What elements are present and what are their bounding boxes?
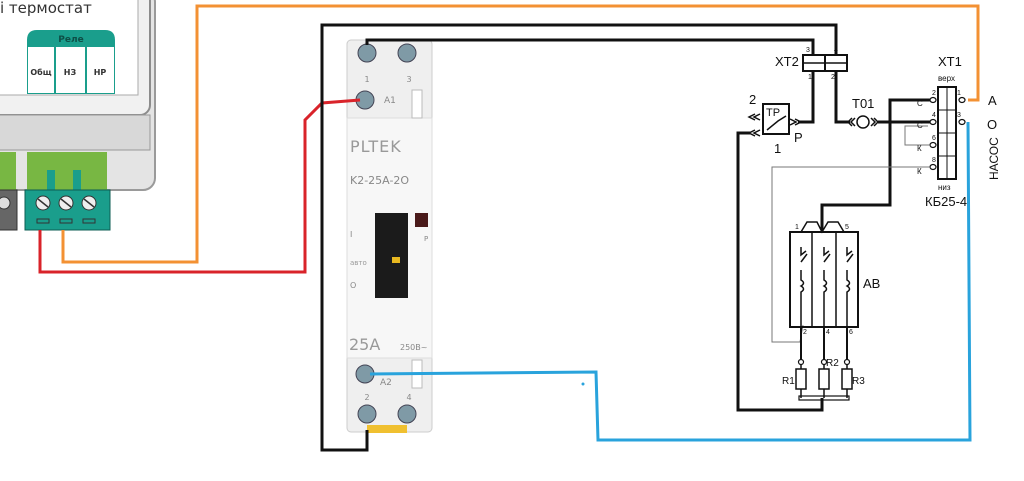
xt1-mark-c1: С: [917, 99, 923, 108]
resistor-r1: [795, 368, 807, 390]
thermostat-title: і термостат: [0, 0, 92, 17]
xt1-bottom-label: низ: [938, 183, 951, 192]
screw-icon: [58, 195, 74, 211]
xt1-pin-2: 2: [932, 90, 936, 97]
terminal-2-label: 2: [364, 393, 369, 402]
xt1-model: КБ25-4: [925, 194, 967, 209]
blue-wire: [369, 121, 972, 442]
terminal-3-label: 3: [406, 75, 411, 84]
pump-label: НАСОС: [987, 137, 1001, 180]
xt1-mark-k1: К: [917, 144, 922, 153]
r1-label: R1: [782, 376, 795, 387]
p-label: P: [424, 235, 428, 243]
terminal-1-label: 1: [364, 75, 369, 84]
terminal-4-label: 4: [406, 393, 411, 402]
xt2-label: XT2: [775, 54, 799, 69]
xt2-pin-1: 1: [808, 74, 812, 81]
mode-auto-label: авто: [350, 259, 367, 267]
screw-icon: [397, 43, 417, 63]
schematic: [736, 54, 966, 412]
mode-on-label: I: [350, 230, 352, 239]
ab-pin-4: 4: [826, 329, 830, 336]
xt1-pin-3: 3: [957, 112, 961, 119]
red-wire: [38, 98, 361, 274]
relay-no-label: НР: [94, 68, 107, 77]
pump-a-label: A: [988, 93, 997, 108]
contactor-current: 25A: [349, 335, 380, 354]
xt1-pin-6: 6: [932, 135, 936, 142]
orange-wire: [61, 4, 980, 264]
xt2-pin-2: 2: [831, 74, 835, 81]
screw-icon: [397, 404, 417, 424]
tp-label: TP: [766, 107, 780, 119]
tp-pin-2: 2: [749, 92, 756, 107]
screw-icon: [81, 195, 97, 211]
screw-icon: [35, 195, 51, 211]
xt2-pin-4: 4: [834, 47, 838, 54]
screw-icon: [357, 404, 377, 424]
r3-label: R3: [852, 376, 865, 387]
ab-label: AB: [863, 276, 880, 291]
xt1-pin-1: 1: [957, 90, 961, 97]
r2-label: R2: [826, 358, 839, 369]
to1-label: T01: [852, 96, 874, 111]
terminal-a2-label: A2: [380, 378, 392, 388]
xt1-label: XT1: [938, 54, 962, 69]
tp-p: P: [794, 130, 803, 145]
xt1-mark-k2: К: [917, 167, 922, 176]
ab-pin-2: 2: [803, 329, 807, 336]
thermostat-terminal-block: [0, 189, 111, 231]
screw-icon: [357, 43, 377, 63]
thermostat-device: і термостат Реле Общ НЗ НР: [0, 0, 156, 192]
ab-pin-1: 1: [795, 224, 799, 231]
tp-pin-1: 1: [774, 141, 781, 156]
contactor-brand: PLTEK: [350, 137, 402, 156]
xt2-pin-3: 3: [806, 47, 810, 54]
resistor-r3: [841, 368, 853, 390]
relay-common-label: Общ: [30, 67, 51, 77]
black-wire-outer: [320, 23, 838, 452]
blue-dot: [581, 382, 585, 386]
relay-header: Реле: [58, 35, 83, 45]
thermal-sensor-icon: [846, 115, 880, 129]
black-wire-inner: [365, 38, 815, 55]
contactor-voltage: 250B~: [400, 343, 427, 352]
contactor-model: K2-25A-2O: [350, 174, 409, 187]
circuit-breaker-ab: [789, 221, 859, 328]
relay-nc-label: НЗ: [64, 68, 77, 77]
pump-o-label: O: [987, 117, 997, 132]
resistor-r2: [818, 368, 830, 390]
terminal-a1-label: A1: [384, 96, 396, 106]
ab-pin-5: 5: [845, 224, 849, 231]
xt1-pin-4: 4: [932, 112, 936, 119]
xt1-mark-c2: С: [917, 121, 923, 130]
mode-off-label: O: [350, 281, 356, 290]
xt1-pin-8: 8: [932, 157, 936, 164]
xt1-top-label: верх: [938, 74, 955, 83]
ab-pin-6: 6: [849, 329, 853, 336]
